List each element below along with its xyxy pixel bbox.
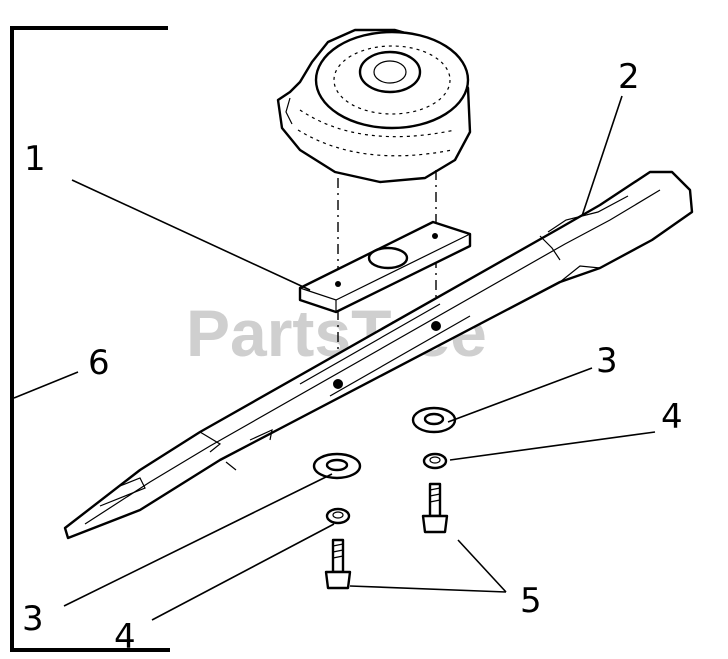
- mower-blade: [63, 170, 694, 540]
- callout-2: 2: [618, 57, 640, 97]
- callout-6: 6: [88, 343, 110, 383]
- lock-washer-left: [325, 507, 351, 525]
- callout-4-right: 4: [661, 397, 683, 437]
- assembly-bracket: [10, 26, 170, 652]
- blade-adapter-plate: [298, 220, 472, 314]
- bolt-left: [324, 538, 352, 590]
- callout-3-left: 3: [22, 599, 44, 639]
- washer-left: [312, 452, 362, 480]
- callout-5: 5: [520, 581, 542, 621]
- leader-lines: [13, 95, 656, 621]
- engine-pulley: [276, 28, 472, 184]
- bolt-right: [421, 482, 449, 534]
- callout-4-left: 4: [114, 617, 136, 657]
- callout-1: 1: [24, 139, 46, 179]
- callout-3-right: 3: [596, 341, 618, 381]
- lock-washer-right: [422, 452, 448, 470]
- washer-right: [411, 406, 457, 434]
